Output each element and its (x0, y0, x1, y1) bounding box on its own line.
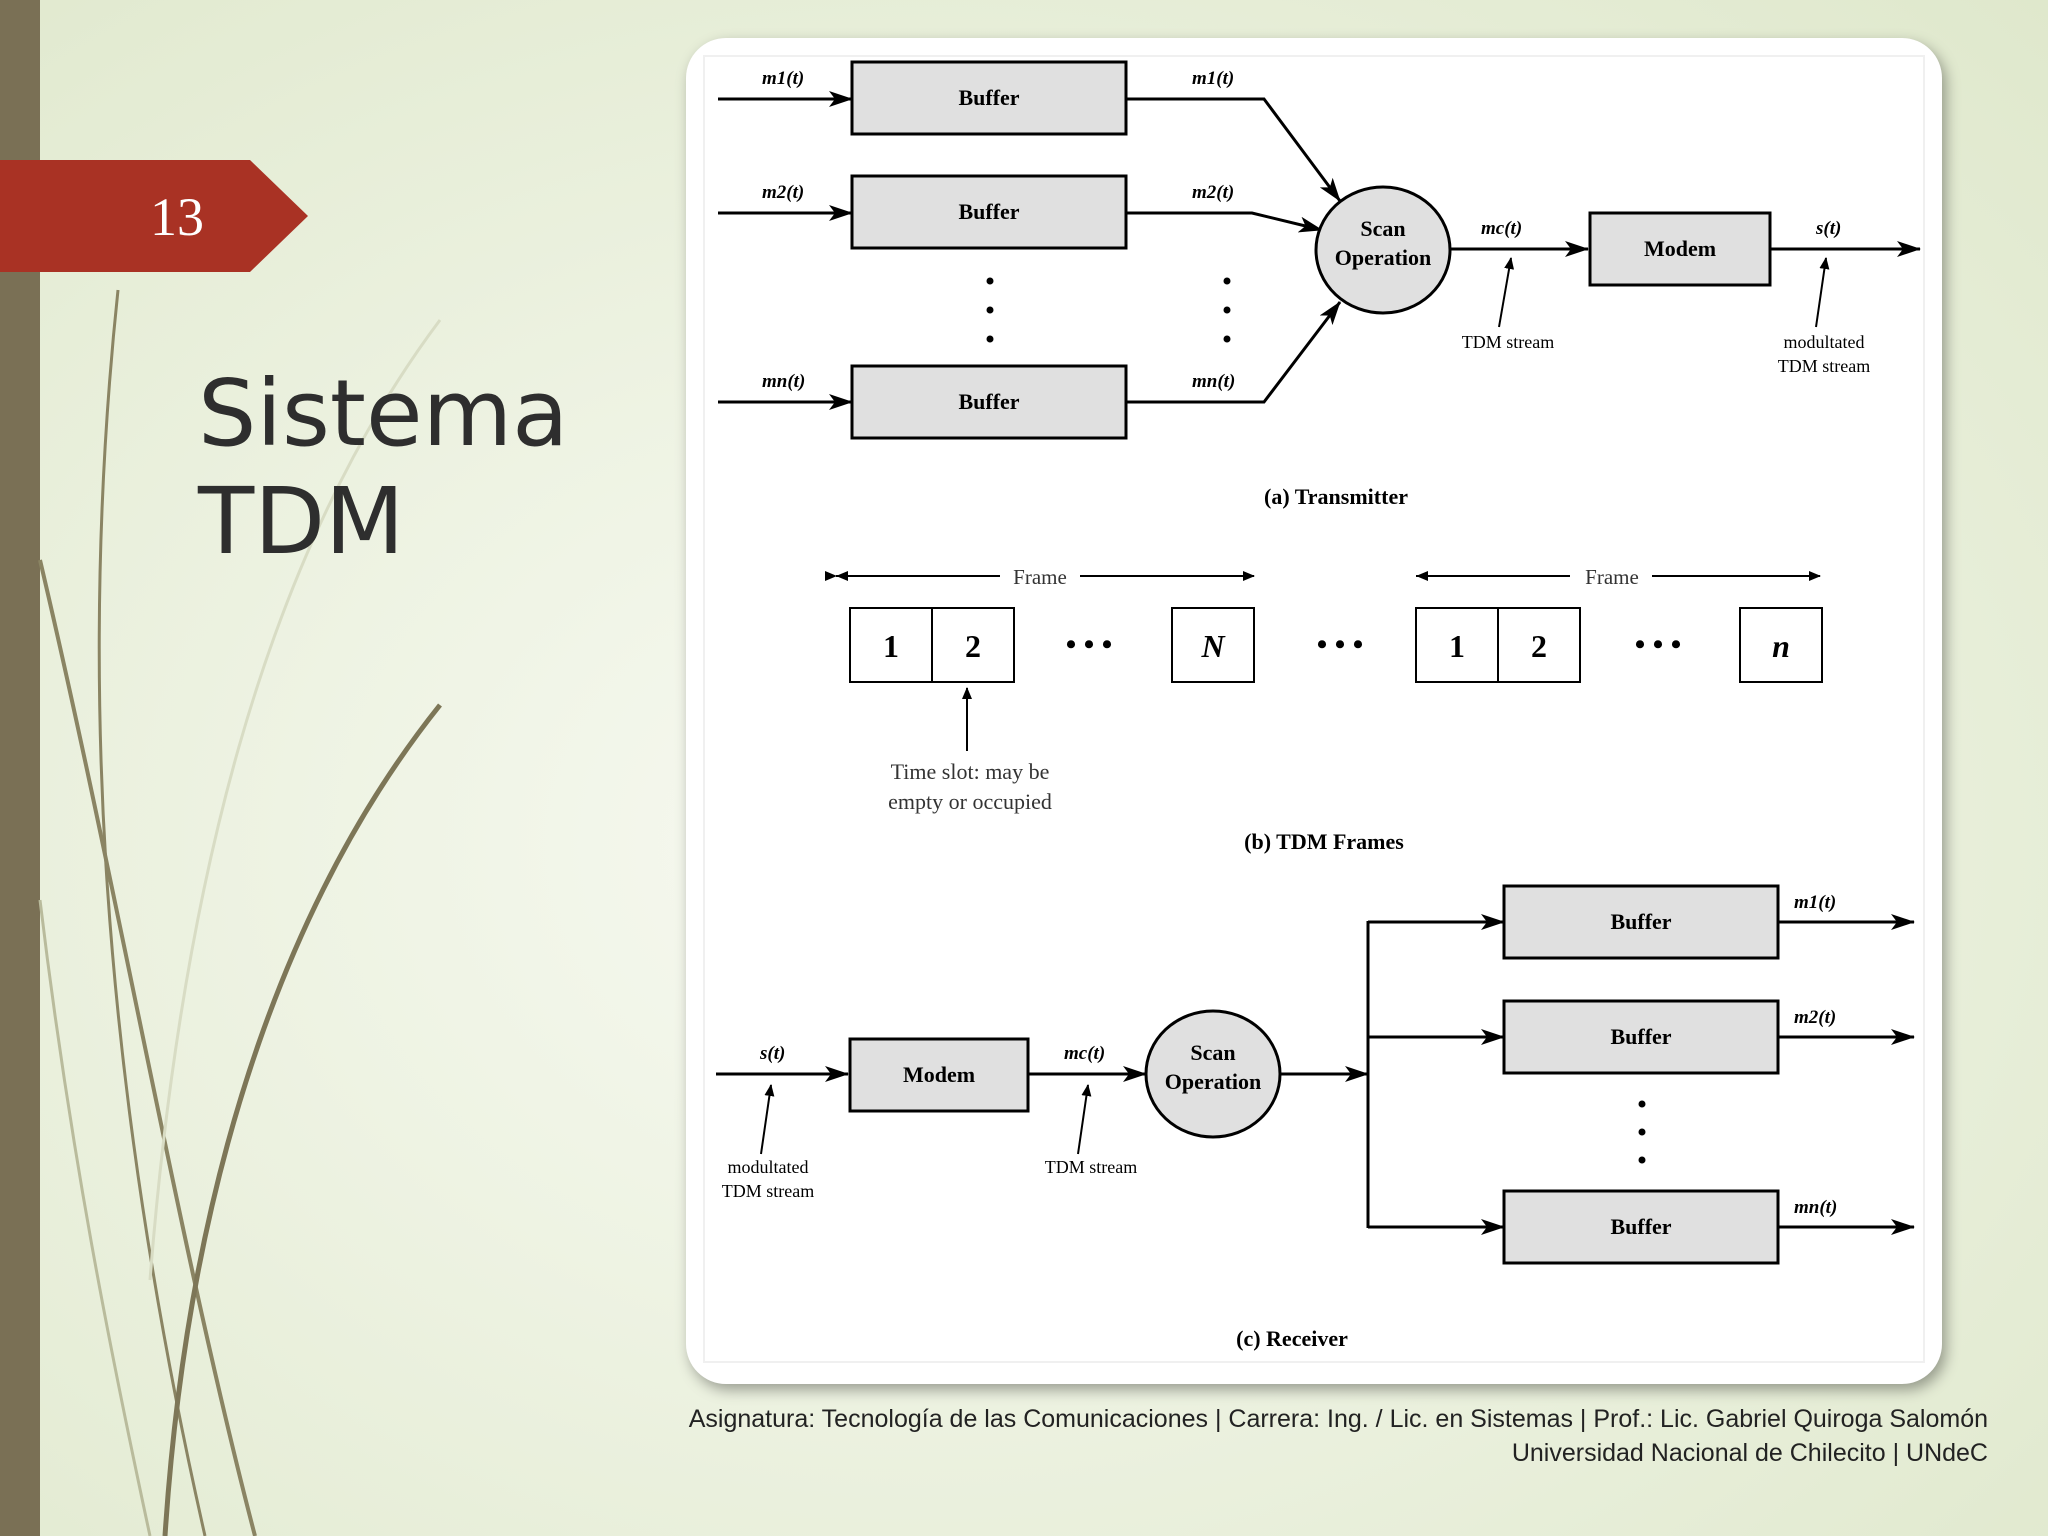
tx-out-label: s(t) (1815, 218, 1841, 239)
tx-to-scan-1 (1126, 97, 1342, 202)
frame-dots-2: • • • (1317, 628, 1364, 661)
rx-output-label-1: m1(t) (1794, 892, 1836, 913)
tx-input-label-2: m2(t) (762, 182, 804, 203)
rx-stream-label: mc(t) (1064, 1043, 1105, 1064)
tx-modem-label: Modem (1644, 236, 1716, 261)
diagram-card: m1(t) m2(t) mn(t) Buffer Buffer Buffer m… (686, 38, 1942, 1384)
rx-output-label-n: mn(t) (1794, 1197, 1837, 1218)
frames-section: Frame Frame 1 2 N • • • • • • 1 2 n • • … (825, 565, 1823, 854)
slot-1-label: 1 (883, 628, 899, 664)
slot-n (1739, 607, 1823, 683)
tx-input-label-1: m1(t) (762, 68, 804, 89)
rx-buffer-1-label: Buffer (1610, 909, 1671, 934)
slide-number-tab (0, 160, 308, 272)
frame-dots-3: • • • (1635, 628, 1682, 661)
rx-modem-label: Modem (903, 1062, 975, 1087)
slot-N (1171, 607, 1255, 683)
rx-scan-line1: Scan (1190, 1040, 1235, 1065)
tx-buffer-n-label: Buffer (958, 389, 1019, 414)
rx-buffer-2-label: Buffer (1610, 1024, 1671, 1049)
footer-line-1: Asignatura: Tecnología de las Comunicaci… (688, 1405, 1988, 1433)
tx-tdm-stream-note: TDM stream (1462, 332, 1554, 352)
tx-scan-line1: Scan (1360, 216, 1405, 241)
rx-modem (848, 1037, 1030, 1113)
tx-to-scan-2 (1126, 211, 1323, 233)
transmitter-section: m1(t) m2(t) mn(t) Buffer Buffer Buffer m… (718, 60, 1921, 509)
slot-2b-label: 2 (1531, 628, 1547, 664)
slot-2 (931, 607, 1015, 683)
rx-buffer-2 (1502, 999, 1780, 1075)
footer: Asignatura: Tecnología de las Comunicaci… (488, 1402, 1988, 1470)
footer-line-2: Universidad Nacional de Chilecito | UNde… (1511, 1439, 1988, 1467)
frame-label-1: Frame (1013, 565, 1067, 589)
rx-modulated-note-2: TDM stream (722, 1181, 814, 1201)
frame-label-2: Frame (1585, 565, 1639, 589)
slot-note-line2: empty or occupied (888, 789, 1052, 814)
tx-to-scan-n (1126, 301, 1342, 404)
tx-scan-line2: Operation (1335, 245, 1432, 270)
tx-modulated-note-1: modultated (1784, 332, 1865, 352)
slot-2b (1497, 607, 1581, 683)
rx-caption: (c) Receiver (1236, 1326, 1348, 1351)
tx-stream-label: mc(t) (1481, 218, 1522, 239)
rx-buffer-n (1502, 1189, 1780, 1265)
title-line-2: TDM (198, 468, 405, 575)
rx-scan-line2: Operation (1165, 1069, 1262, 1094)
rx-buffer-1 (1502, 884, 1780, 960)
slot-note-line1: Time slot: may be (891, 759, 1050, 784)
tx-output-label-n: mn(t) (1192, 371, 1235, 392)
decorative-swooshes (38, 289, 442, 1536)
tx-buffer-2-label: Buffer (958, 199, 1019, 224)
rx-in-label: s(t) (759, 1043, 785, 1064)
rx-modulated-note-1: modultated (728, 1157, 809, 1177)
slide-title: Sistema TDM (198, 360, 618, 576)
tx-caption: (a) Transmitter (1264, 484, 1408, 509)
slide-number: 13 (150, 187, 204, 247)
tx-output-label-2: m2(t) (1192, 182, 1234, 203)
tx-output-label-1: m1(t) (1192, 68, 1234, 89)
tx-modulated-note-2: TDM stream (1778, 356, 1870, 376)
frames-caption: (b) TDM Frames (1244, 829, 1404, 854)
title-line-1: Sistema (198, 360, 569, 467)
rx-buffer-n-label: Buffer (1610, 1214, 1671, 1239)
rx-output-label-2: m2(t) (1794, 1007, 1836, 1028)
tdm-diagram: m1(t) m2(t) mn(t) Buffer Buffer Buffer m… (703, 55, 1925, 1363)
rx-tdm-stream-note: TDM stream (1045, 1157, 1137, 1177)
slot-2-label: 2 (965, 628, 981, 664)
tx-input-label-n: mn(t) (762, 371, 805, 392)
frame-dots-1: • • • (1066, 628, 1113, 661)
slot-1b-label: 1 (1449, 628, 1465, 664)
slot-1b (1415, 607, 1499, 683)
slot-N-label: N (1200, 628, 1226, 664)
receiver-section: s(t) modultated TDM stream Modem mc(t) T… (716, 884, 1915, 1351)
tx-buffer-1-label: Buffer (958, 85, 1019, 110)
slot-n-label: n (1772, 628, 1790, 664)
